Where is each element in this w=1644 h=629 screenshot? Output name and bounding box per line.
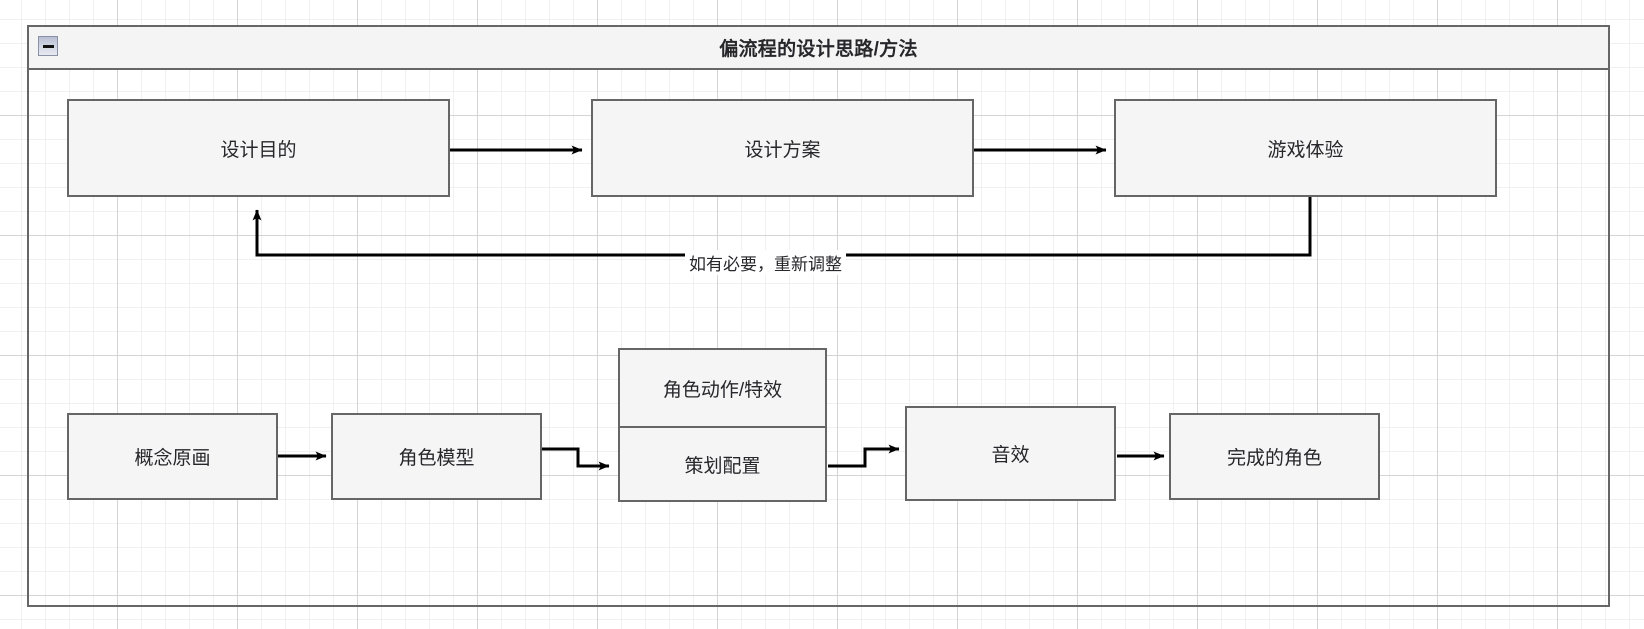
node-label: 角色动作/特效 bbox=[662, 379, 783, 401]
page-title: 偏流程的设计思路/方法 bbox=[719, 39, 918, 60]
node-label: 角色模型 bbox=[398, 448, 475, 469]
collapse-minus-icon[interactable] bbox=[38, 36, 58, 56]
diagram-container: 偏流程的设计思路/方法 bbox=[27, 25, 1610, 607]
diagram-title-bar: 偏流程的设计思路/方法 bbox=[29, 27, 1608, 70]
minus-bar bbox=[42, 44, 54, 48]
node-label: 完成的角色 bbox=[1226, 448, 1322, 469]
node-label: 策划配置 bbox=[684, 455, 761, 477]
node-design-purpose[interactable]: 设计目的 bbox=[67, 99, 450, 197]
node-design-plan[interactable]: 设计方案 bbox=[591, 99, 974, 197]
node-concept-art[interactable]: 概念原画 bbox=[67, 413, 278, 500]
node-design-config[interactable]: 策划配置 bbox=[618, 427, 827, 502]
node-label: 设计目的 bbox=[220, 139, 297, 161]
node-label: 概念原画 bbox=[134, 448, 211, 469]
node-label: 设计方案 bbox=[744, 139, 821, 161]
node-sound-effect[interactable]: 音效 bbox=[905, 406, 1116, 501]
node-finished-character[interactable]: 完成的角色 bbox=[1169, 413, 1380, 500]
feedback-loop-label: 如有必要，重新调整 bbox=[685, 250, 846, 275]
node-game-experience[interactable]: 游戏体验 bbox=[1114, 99, 1497, 197]
node-character-action[interactable]: 角色动作/特效 bbox=[618, 348, 827, 427]
node-character-model[interactable]: 角色模型 bbox=[331, 413, 542, 500]
node-label: 游戏体验 bbox=[1267, 139, 1344, 161]
node-label: 音效 bbox=[991, 445, 1030, 466]
